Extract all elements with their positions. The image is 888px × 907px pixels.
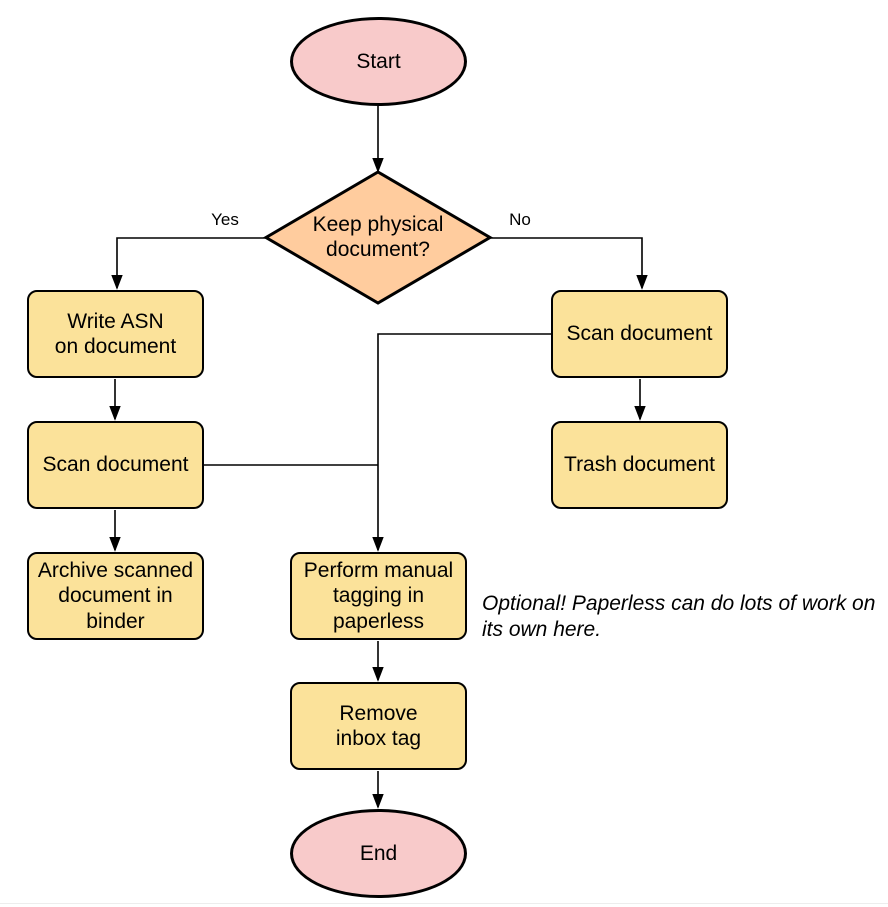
page-bottom-border: [0, 903, 888, 904]
note-optional-paperless: Optional! Paperless can do lots of work …: [482, 592, 876, 642]
node-start: Start: [290, 17, 467, 106]
node-remove-inbox-tag: Remove inbox tag: [290, 682, 467, 770]
node-decision-label: Keep physical document?: [312, 212, 444, 261]
edge-decision-no-to-scan-right: [490, 237, 642, 288]
node-write-asn-on-document: Write ASN on document: [27, 290, 204, 378]
node-trash-document: Trash document: [551, 421, 728, 509]
node-perform-manual-tagging: Perform manual tagging in paperless: [290, 552, 467, 640]
node-scan-document-left: Scan document: [27, 421, 204, 509]
edge-decision-yes-to-write-asn: [117, 237, 266, 288]
node-archive-scanned-document: Archive scanned document in binder: [27, 552, 204, 640]
edge-scan-right-to-tagging: [378, 333, 552, 550]
node-scan-document-right: Scan document: [551, 290, 728, 378]
decision-diamond-shape: [263, 170, 493, 305]
node-end: End: [290, 809, 467, 898]
edge-label-no: No: [509, 210, 531, 229]
edge-label-yes: Yes: [211, 210, 239, 229]
